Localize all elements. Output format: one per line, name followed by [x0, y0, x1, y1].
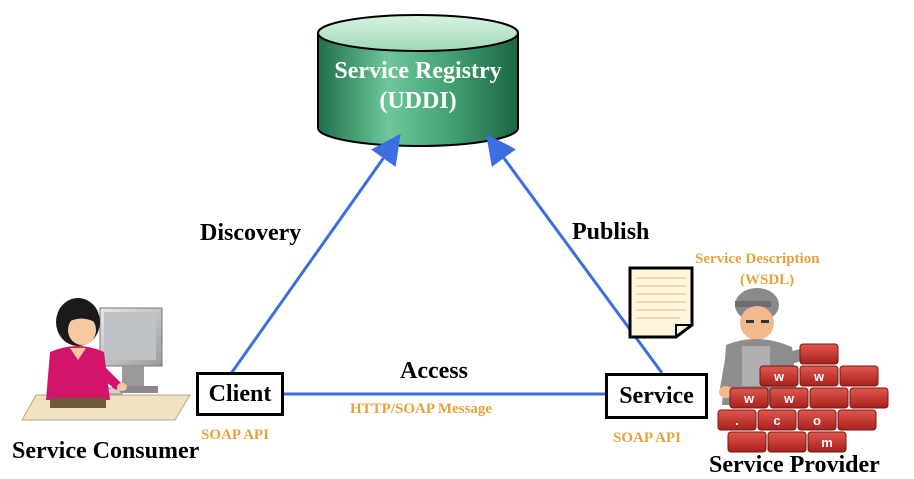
brick-letter: c: [773, 413, 780, 428]
consumer-role-label: Service Consumer: [12, 438, 200, 464]
brick-letter: o: [813, 413, 821, 428]
access-label: Access: [400, 358, 468, 384]
brick-letter: w: [773, 369, 785, 384]
brick: [727, 431, 767, 453]
service-label: Service: [619, 382, 694, 409]
brick: [849, 387, 889, 409]
client-box: Client: [196, 372, 284, 416]
registry-cylinder-icon: [317, 14, 519, 147]
brick: [757, 409, 797, 431]
discovery-arrow: [228, 133, 401, 376]
client-api-label: SOAP API: [201, 427, 269, 443]
brick: [807, 431, 847, 453]
brick: [759, 365, 799, 387]
brick: [799, 343, 839, 365]
brick: [717, 409, 757, 431]
access-protocol-label: HTTP/SOAP Message: [350, 401, 493, 417]
brick: [809, 387, 849, 409]
service-box: Service: [605, 373, 708, 419]
publish-label: Publish: [572, 219, 650, 245]
brick: [797, 409, 837, 431]
brick-letter: w: [813, 369, 825, 384]
consumer-person-icon: [21, 298, 191, 421]
brick-letter: w: [783, 391, 795, 406]
brick: [767, 431, 807, 453]
brick: [769, 387, 809, 409]
brick: [837, 409, 877, 431]
brick-letter: w: [743, 391, 755, 406]
brick: [839, 365, 879, 387]
publish-arrow: [486, 133, 664, 374]
brick: [729, 387, 769, 409]
service-api-label: SOAP API: [613, 430, 681, 446]
provider-role-label: Service Provider: [709, 452, 880, 478]
discovery-label: Discovery: [200, 220, 302, 246]
brick: [799, 365, 839, 387]
wsdl-title: Service Description: [695, 251, 820, 267]
client-label: Client: [208, 380, 272, 407]
document-icon: [628, 266, 694, 339]
wsdl-subtitle: (WSDL): [740, 272, 795, 288]
brick-letter: .: [735, 413, 739, 428]
registry-subtitle: (UDDI): [379, 88, 457, 114]
registry-title: Service Registry: [334, 58, 502, 84]
brick-letter: m: [821, 435, 833, 450]
